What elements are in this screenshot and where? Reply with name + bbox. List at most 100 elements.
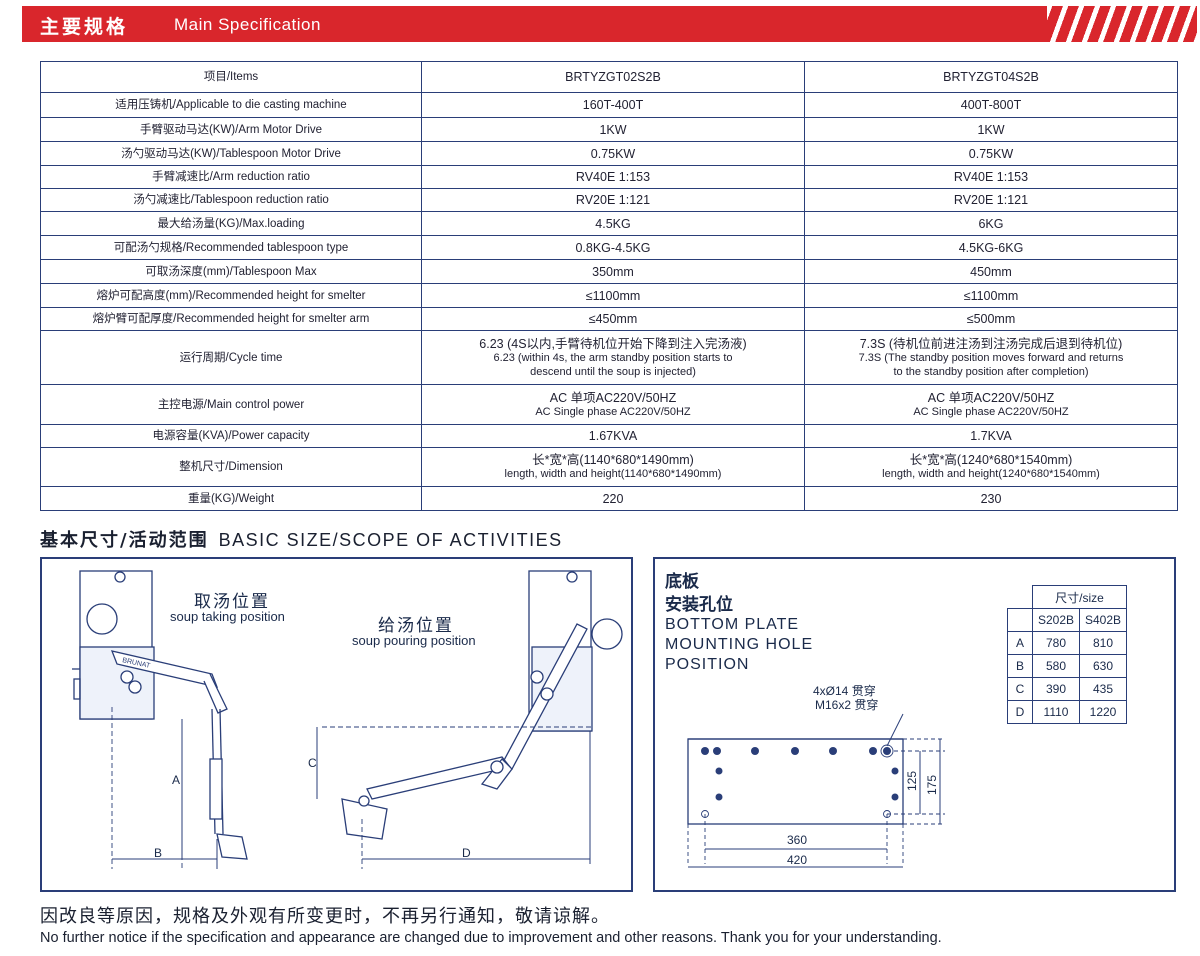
plate-title-en-line-3: POSITION <box>665 656 750 673</box>
hole-spec-1: 4xØ14 贯穿 <box>813 683 876 698</box>
spec-label: 熔炉臂可配厚度/Recommended height for smelter a… <box>40 307 422 331</box>
spec-label: 手臂减速比/Arm reduction ratio <box>40 165 422 189</box>
take-position-en: soup taking position <box>170 609 285 624</box>
size-cell: 810 <box>1079 631 1127 655</box>
dim-c-label: C <box>308 756 317 770</box>
activity-diagram: A B C D BRUNAT <box>72 570 623 869</box>
spec-value-model-1: 220 <box>421 486 805 511</box>
spec-label: 熔炉可配高度(mm)/Recommended height for smelte… <box>40 283 422 308</box>
spec-value-line: 4.5KG-6KG <box>958 240 1024 255</box>
size-cell: 435 <box>1079 677 1127 701</box>
dim-125: 125 <box>905 771 919 791</box>
spec-value-model-2: RV20E 1:121 <box>804 188 1178 212</box>
plate-title-en-line-1: BOTTOM PLATE <box>665 616 800 633</box>
spec-value-line: 长*宽*高(1140*680*1490mm) <box>532 453 694 467</box>
size-col-1: S202B <box>1032 608 1080 632</box>
spec-row: 重量(KG)/Weight 220 230 <box>40 486 1178 511</box>
size-cell: 630 <box>1079 654 1127 678</box>
spec-value-line: 350mm <box>592 264 634 279</box>
spec-value-model-2: 400T-800T <box>804 92 1178 118</box>
footer-notice-cn: 因改良等原因，规格及外观有所变更时，不再另行通知，敬请谅解。 <box>40 906 610 927</box>
section2-title-en: BASIC SIZE/SCOPE OF ACTIVITIES <box>218 530 563 550</box>
spec-value-model-2: ≤500mm <box>804 307 1178 331</box>
size-col-2: S402B <box>1079 608 1127 632</box>
header-stripes <box>1047 6 1197 42</box>
footer-notice-en: No further notice if the specification a… <box>40 930 942 946</box>
spec-label: 重量(KG)/Weight <box>40 486 422 511</box>
size-row-label: A <box>1007 631 1033 655</box>
spec-label: 整机尺寸/Dimension <box>40 447 422 487</box>
spec-value-model-1: 6.23 (4S以内,手臂待机位开始下降到注入完汤液)6.23 (within … <box>421 330 805 385</box>
dim-a-label: A <box>172 773 180 787</box>
spec-value-line: ≤1100mm <box>585 288 641 303</box>
spec-value-line: AC Single phase AC220V/50HZ <box>913 405 1069 418</box>
spec-value-line: 450mm <box>970 264 1012 279</box>
activity-diagram-panel: A B C D BRUNAT 取汤位置 soup taking position… <box>40 557 633 892</box>
spec-value-model-1: ≤450mm <box>421 307 805 331</box>
spec-label: 项目/Items <box>40 61 422 93</box>
spec-value-line: BRTYZGT04S2B <box>943 70 1039 84</box>
take-position-cn: 取汤位置 <box>194 592 270 612</box>
spec-label: 主控电源/Main control power <box>40 384 422 425</box>
spec-value-model-2: 6KG <box>804 211 1178 236</box>
spec-value-line: 0.75KW <box>968 146 1014 161</box>
spec-value-line: AC 单项AC220V/50HZ <box>549 390 677 405</box>
spec-value-line: length, width and height(1240*680*1540mm… <box>882 468 1100 480</box>
spec-label: 最大给汤量(KG)/Max.loading <box>40 211 422 236</box>
spec-label: 适用压铸机/Applicable to die casting machine <box>40 92 422 118</box>
dim-b-label: B <box>154 846 162 860</box>
spec-value-model-1: 1KW <box>421 117 805 142</box>
spec-value-model-2: 1.7KVA <box>804 424 1178 448</box>
spec-label: 运行周期/Cycle time <box>40 330 422 385</box>
spec-value-line: 220 <box>602 491 624 506</box>
spec-value-model-1: 1.67KVA <box>421 424 805 448</box>
spec-value-model-2: 1KW <box>804 117 1178 142</box>
spec-row: 熔炉臂可配厚度/Recommended height for smelter a… <box>40 307 1178 331</box>
spec-value-model-2: 4.5KG-6KG <box>804 235 1178 260</box>
spec-value-line: 1.7KVA <box>970 429 1012 443</box>
spec-value-line: to the standby position after completion… <box>893 365 1089 378</box>
spec-row: 熔炉可配高度(mm)/Recommended height for smelte… <box>40 283 1178 308</box>
spec-value-line: RV20E 1:121 <box>575 193 651 207</box>
size-cell: 1110 <box>1032 700 1080 724</box>
spec-value-model-1: BRTYZGT02S2B <box>421 61 805 93</box>
size-row-label: B <box>1007 654 1033 678</box>
section2-title-cn: 基本尺寸/活动范围 <box>40 530 209 551</box>
section2-title: 基本尺寸/活动范围 BASIC SIZE/SCOPE OF ACTIVITIES <box>40 526 563 552</box>
spec-value-line: descend until the soup is injected) <box>530 365 696 378</box>
pour-position-cn: 给汤位置 <box>378 616 454 636</box>
section-header: 主要规格 Main Specification <box>22 6 1197 42</box>
spec-value-line: ≤1100mm <box>963 288 1019 303</box>
header-title-cn: 主要规格 <box>40 16 129 38</box>
spec-value-model-2: 230 <box>804 486 1178 511</box>
size-cell: 1220 <box>1079 700 1127 724</box>
spec-value-line: AC 单项AC220V/50HZ <box>927 390 1055 405</box>
spec-value-line: length, width and height(1140*680*1490mm… <box>504 468 722 480</box>
spec-value-model-2: 450mm <box>804 259 1178 284</box>
spec-value-line: RV40E 1:153 <box>575 170 651 184</box>
spec-value-model-2: BRTYZGT04S2B <box>804 61 1178 93</box>
plate-title-cn-2: 安装孔位 <box>665 595 733 615</box>
spec-value-line: 400T-800T <box>960 98 1022 112</box>
spec-value-model-1: ≤1100mm <box>421 283 805 308</box>
size-cell: 390 <box>1032 677 1080 701</box>
spec-value-line: 长*宽*高(1240*680*1540mm) <box>909 453 1073 467</box>
spec-value-model-1: 160T-400T <box>421 92 805 118</box>
bottom-plate-panel: 底板 安装孔位 BOTTOM PLATE MOUNTING HOLE POSIT… <box>653 557 1176 892</box>
spec-value-line: 7.3S (待机位前进注汤到注汤完成后退到待机位) <box>859 336 1123 351</box>
hole-spec-2: M16x2 贯穿 <box>815 697 878 712</box>
spec-label: 汤勺驱动马达(KW)/Tablespoon Motor Drive <box>40 141 422 166</box>
dim-420: 420 <box>787 853 807 867</box>
spec-label: 电源容量(KVA)/Power capacity <box>40 424 422 448</box>
